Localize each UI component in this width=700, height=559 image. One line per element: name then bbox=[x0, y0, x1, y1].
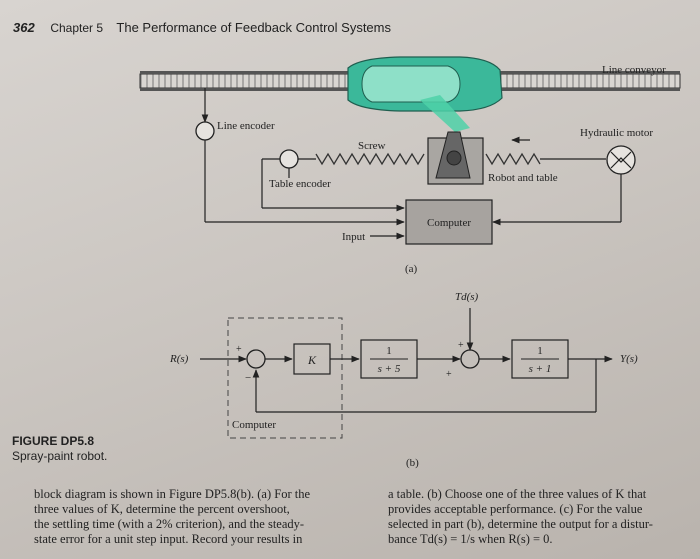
block1-den: s + 5 bbox=[378, 363, 401, 375]
figure-caption-text: Spray-paint robot. bbox=[12, 449, 108, 463]
chapter-label: Chapter 5 bbox=[50, 21, 104, 35]
sum1-minus: − bbox=[245, 372, 251, 384]
computer-dashed-box bbox=[227, 317, 343, 439]
block1-num: 1 bbox=[386, 345, 392, 357]
screw-label: Screw bbox=[358, 140, 386, 152]
line-encoder-label: Line encoder bbox=[217, 120, 275, 132]
sum2-plus: + bbox=[446, 369, 452, 380]
block2-den: s + 1 bbox=[529, 363, 552, 375]
summing-junction-1 bbox=[246, 349, 266, 369]
body-line: the settling time (with a 2% criterion),… bbox=[34, 517, 305, 531]
page-header: 362 Chapter 5 The Performance of Feedbac… bbox=[13, 20, 391, 35]
sublabel-b: (b) bbox=[406, 457, 419, 469]
figure-caption-title: FIGURE DP5.8 bbox=[12, 434, 95, 448]
hydraulic-motor-label: Hydraulic motor bbox=[580, 127, 653, 139]
sublabel-a: (a) bbox=[405, 263, 418, 275]
input-label: Input bbox=[342, 231, 365, 243]
disturbance-label: Td(s) bbox=[455, 291, 479, 303]
computer-label-b: Computer bbox=[232, 419, 276, 431]
body-text-left: block diagram is shown in Figure DP5.8(b… bbox=[34, 487, 310, 547]
body-line: bance Td(s) = 1/s when R(s) = 0. bbox=[388, 532, 553, 546]
summing-junction-2 bbox=[460, 349, 480, 369]
chapter-title: The Performance of Feedback Control Syst… bbox=[116, 20, 391, 35]
table-encoder-label: Table encoder bbox=[269, 178, 331, 190]
table-encoder-icon bbox=[279, 149, 299, 169]
car-icon bbox=[347, 56, 503, 132]
output-y-label: Y(s) bbox=[620, 353, 638, 365]
body-text-right: a table. (b) Choose one of the three val… bbox=[388, 487, 653, 547]
body-line: block diagram is shown in Figure DP5.8(b… bbox=[34, 487, 311, 501]
line-encoder-icon bbox=[195, 121, 215, 141]
disturbance-plus: + bbox=[458, 340, 464, 351]
paint-spray bbox=[420, 95, 470, 132]
body-line: a table. (b) Choose one of the three val… bbox=[388, 487, 647, 501]
computer-label-a: Computer bbox=[427, 217, 471, 229]
body-line: state error for a unit step input. Recor… bbox=[34, 532, 303, 546]
computer-box-a bbox=[405, 199, 493, 245]
body-line: three values of K, determine the percent… bbox=[34, 502, 290, 516]
hydraulic-motor-icon bbox=[606, 145, 636, 175]
input-r-label: R(s) bbox=[169, 353, 189, 365]
robot-and-table-label: Robot and table bbox=[488, 172, 558, 184]
screw-icon bbox=[315, 152, 425, 166]
line-conveyor-label: Line conveyor bbox=[602, 64, 666, 76]
gain-label: K bbox=[307, 353, 317, 367]
body-line: selected in part (b), determine the outp… bbox=[388, 517, 653, 531]
page-number: 362 bbox=[13, 20, 35, 35]
sum1-plus: + bbox=[236, 344, 242, 355]
block2-num: 1 bbox=[537, 345, 543, 357]
body-line: provides acceptable performance. (c) For… bbox=[388, 502, 643, 516]
